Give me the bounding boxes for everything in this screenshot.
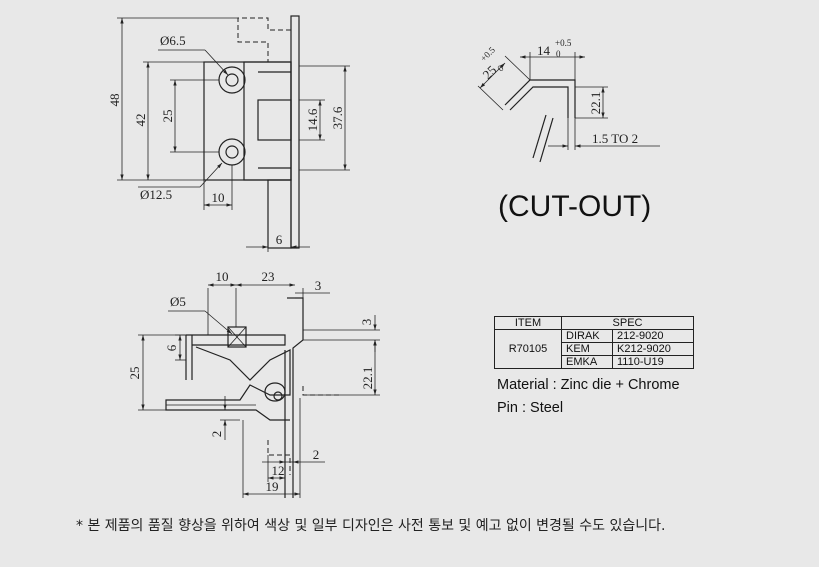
side-dim-2-right: 2 [313,447,320,462]
dim-large-dia: Ø12.5 [140,187,172,202]
header-spec: SPEC [561,316,694,330]
side-dim-3-top: 3 [315,278,322,293]
side-dim-pin-dia: Ø5 [170,294,186,309]
header-item: ITEM [494,316,562,330]
side-view: 10 23 3 Ø5 6 25 3 22.1 2 [127,269,380,498]
spec-code: 212-9020 [612,329,694,343]
cutout-title: (CUT-OUT) [498,190,652,223]
spec-brand: DIRAK [561,329,613,343]
dim-small-dia: Ø6.5 [160,33,186,48]
spec-header-row: ITEM SPEC [494,316,694,330]
side-dim-2-left: 2 [209,431,224,438]
top-view: 48 42 25 Ø6.5 Ø12.5 10 14.6 37.6 [107,15,350,252]
cutout-dim-25-tol-zero: 0 [495,63,506,74]
side-dim-6: 6 [164,344,179,351]
side-dim-25: 25 [127,367,142,380]
spec-row: R70105 DIRAK 212-9020 [494,329,694,369]
cutout-dim-25-tol-plus: +0.5 [478,44,497,63]
spec-table: ITEM SPEC R70105 DIRAK 212-9020 KEM K212… [494,316,694,369]
cutout-dim-14-tol-plus: +0.5 [555,38,572,48]
spec-row: KEM K212-9020 [495,342,694,356]
spec-brand: KEM [561,342,613,356]
dim-42: 42 [133,114,148,127]
material-text: Material : Zinc die + Chrome [497,377,680,393]
cutout-dim-14-tol-zero: 0 [556,49,561,59]
item-code: R70105 [494,329,562,369]
cutout-dim-14: 14 [537,43,551,58]
cutout-view: 25 +0.5 0 14 +0.5 0 22.1 1.5 TO 2 [477,38,660,163]
dim-37-6: 37.6 [330,106,345,129]
side-dim-22-1: 22.1 [360,367,375,390]
dim-10-top: 10 [212,190,225,205]
pin-text: Pin : Steel [497,400,564,416]
cutout-dim-thickness: 1.5 TO 2 [592,131,638,146]
dim-25: 25 [160,110,175,123]
spec-brand: EMKA [561,355,613,369]
spec-code: K212-9020 [612,342,694,356]
dim-6-top: 6 [276,232,283,247]
cutout-dim-22-1: 22.1 [588,92,603,115]
side-dim-3-right: 3 [359,319,374,326]
dim-14-6: 14.6 [305,108,320,131]
side-dim-23: 23 [262,269,275,284]
side-dim-10: 10 [216,269,229,284]
footnote: * 본 제품의 품질 향상을 위하여 색상 및 일부 디자인은 사전 통보 및 … [76,518,666,534]
side-dim-12: 12 [272,463,285,478]
spec-code: 1110-U19 [612,355,694,369]
side-dim-19: 19 [266,479,279,494]
dim-48: 48 [107,94,122,107]
spec-row: EMKA 1110-U19 [495,355,694,369]
